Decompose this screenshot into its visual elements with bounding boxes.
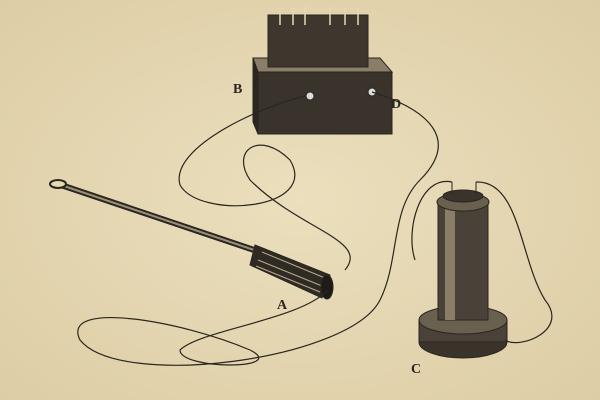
battery-box — [252, 6, 394, 135]
label-a: A — [277, 298, 288, 313]
label-b: B — [233, 82, 243, 97]
electrode-handle — [49, 179, 334, 300]
induction-coil — [418, 182, 508, 359]
wires — [77, 91, 553, 366]
label-d: D — [391, 97, 402, 112]
label-c: C — [411, 362, 422, 377]
